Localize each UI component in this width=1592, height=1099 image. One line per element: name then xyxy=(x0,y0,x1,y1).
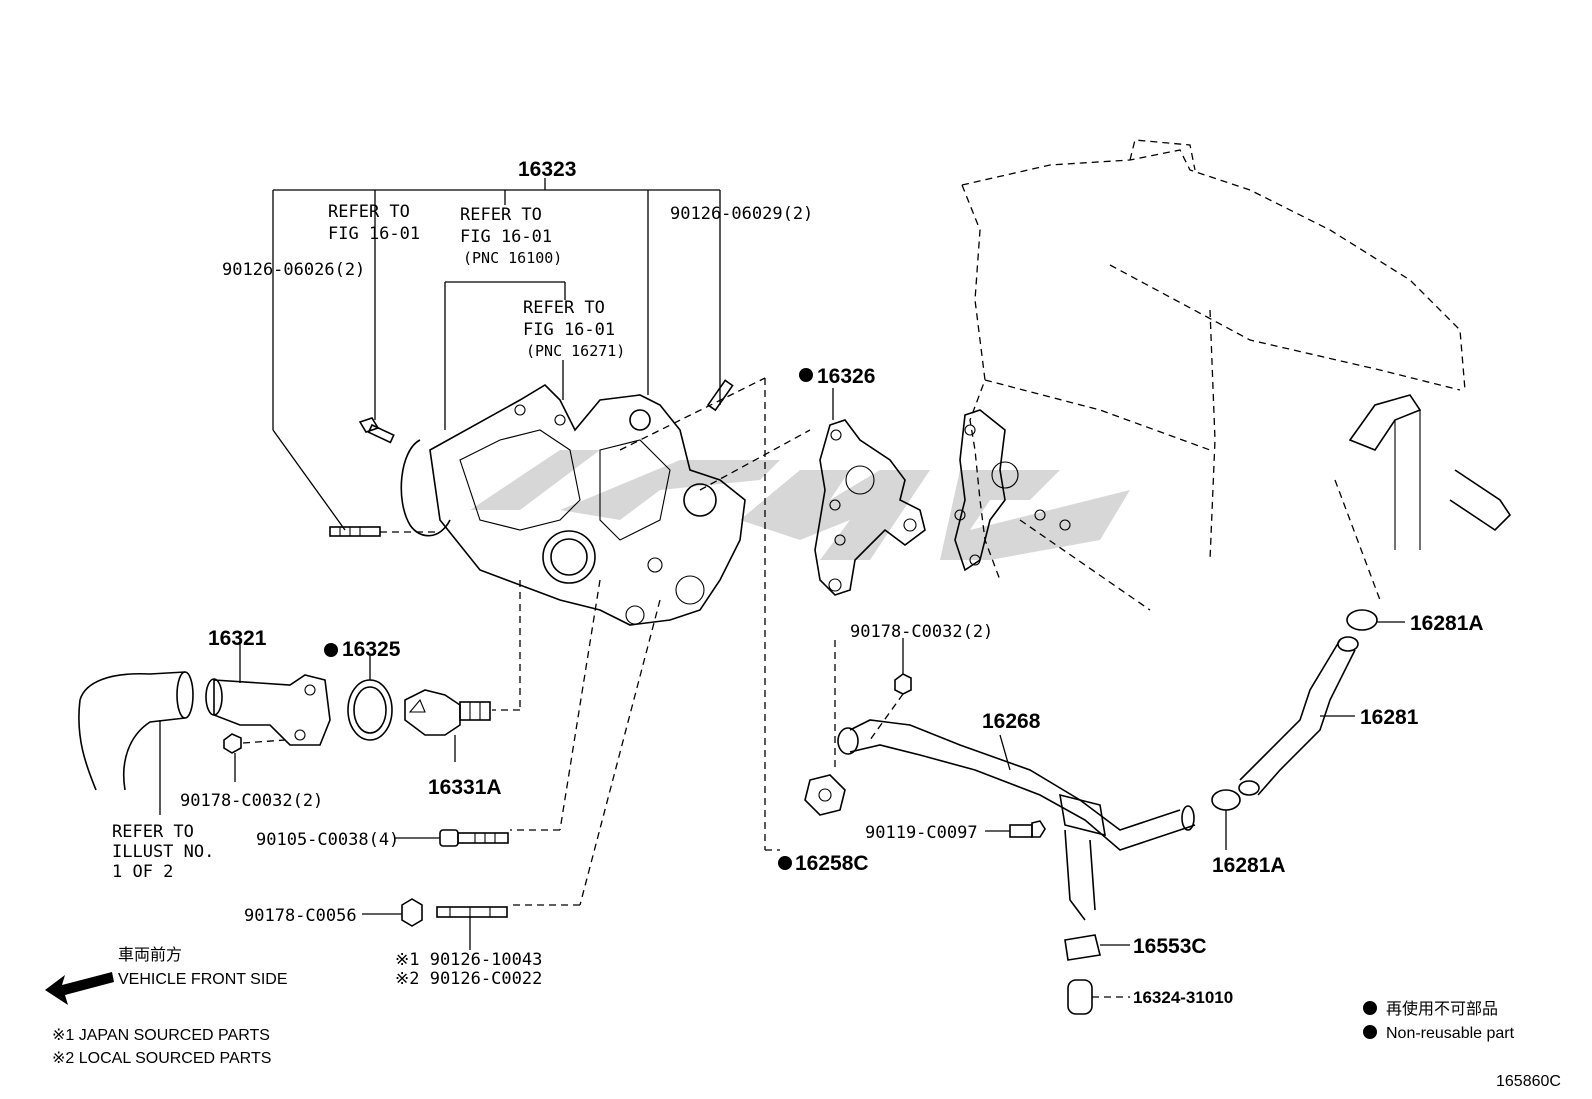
label-16323: 16323 xyxy=(518,158,576,181)
engine-block-outline xyxy=(954,139,1466,611)
label-16258C: 16258C xyxy=(795,852,869,875)
vehicle-front-arrow-icon xyxy=(45,972,114,1005)
local-sourced-note: ※2 LOCAL SOURCED PARTS xyxy=(52,1050,271,1067)
non-reusable-dot-16325 xyxy=(324,643,338,657)
non-reusable-dot-16258C xyxy=(778,856,792,870)
label-refer1-line1: REFER TO xyxy=(328,202,410,222)
bolt-90105-C0038 xyxy=(395,829,509,847)
water-outlet-16321 xyxy=(205,640,331,746)
legend-dot-en xyxy=(1363,1025,1377,1039)
stud-90126-06026 xyxy=(329,526,440,537)
nut-90178-C0032-right xyxy=(869,638,912,741)
label-16268: 16268 xyxy=(982,710,1041,733)
non-reusable-dot-16326 xyxy=(799,368,813,382)
legend-non-reusable-en: Non-reusable part xyxy=(1386,1025,1515,1042)
water-pipe-16268 xyxy=(837,719,1196,921)
label-16325: 16325 xyxy=(342,638,401,661)
label-refer1-line2: FIG 16-01 xyxy=(328,224,420,244)
japan-sourced-note: ※1 JAPAN SOURCED PARTS xyxy=(52,1027,270,1044)
clamp-16553C xyxy=(1064,934,1130,961)
label-refer2-line2: FIG 16-01 xyxy=(460,227,552,247)
label-90126-C0022: ※2 90126-C0022 xyxy=(395,969,542,989)
label-90178-C0056: 90178-C0056 xyxy=(244,906,357,926)
label-90105-C0038: 90105-C0038(4) xyxy=(256,830,399,850)
label-16324-31010: 16324-31010 xyxy=(1133,988,1233,1007)
thermostat-16331A xyxy=(404,689,491,762)
label-refer2-line3: (PNC 16100) xyxy=(463,249,562,267)
label-16281A-bottom: 16281A xyxy=(1212,854,1286,877)
front-side-jp: 車両前方 xyxy=(118,946,182,964)
bolt-refer-fig xyxy=(358,417,395,444)
label-90126-10043: ※1 90126-10043 xyxy=(395,950,542,970)
legend-dot-jp xyxy=(1363,1001,1377,1015)
label-refer3-line2: FIG 16-01 xyxy=(523,320,615,340)
gasket-16326 xyxy=(814,388,926,596)
label-refer-illust-line3: 1 OF 2 xyxy=(112,862,173,882)
label-refer-illust-line1: REFER TO xyxy=(112,822,194,842)
label-90126-06029: 90126-06029(2) xyxy=(670,204,813,224)
legend-non-reusable-jp: 再使用不可部品 xyxy=(1386,1000,1498,1018)
label-refer3-line3: (PNC 16271) xyxy=(526,342,625,360)
bolt-90119-C0097 xyxy=(985,820,1046,838)
hose-16281 xyxy=(1238,636,1359,796)
label-90178-C0032-left: 90178-C0032(2) xyxy=(180,791,323,811)
label-16281A-top: 16281A xyxy=(1410,612,1484,635)
gasket-16258C xyxy=(804,640,846,816)
watermark-logo xyxy=(470,450,1130,560)
label-16321: 16321 xyxy=(208,627,267,650)
gasket-16325 xyxy=(347,656,393,741)
label-16326: 16326 xyxy=(817,365,875,388)
label-refer3-line1: REFER TO xyxy=(523,298,605,318)
engine-outlet-pipe xyxy=(1334,394,1512,601)
nut-stud-90178-C0056 xyxy=(362,898,508,950)
label-90119-C0097: 90119-C0097 xyxy=(865,823,978,843)
clamp-16281A-bottom xyxy=(1211,789,1241,850)
label-16553C: 16553C xyxy=(1133,935,1207,958)
water-pump-assembly xyxy=(400,383,746,626)
bracket-16100 xyxy=(444,281,566,430)
label-refer-illust-line2: ILLUST NO. xyxy=(112,842,214,862)
label-refer2-line1: REFER TO xyxy=(460,205,542,225)
label-90178-C0032-right: 90178-C0032(2) xyxy=(850,622,993,642)
figure-code: 165860C xyxy=(1496,1073,1561,1090)
label-16281: 16281 xyxy=(1360,706,1419,729)
bracket-16323 xyxy=(272,178,721,531)
label-90126-06026: 90126-06026(2) xyxy=(222,260,365,280)
radiator-hose xyxy=(78,671,194,815)
dashed-guides-pump xyxy=(492,377,811,906)
cap-16324-31010 xyxy=(1067,979,1130,1015)
front-side-en: VEHICLE FRONT SIDE xyxy=(118,971,288,988)
clamp-16281A-top xyxy=(1346,609,1405,631)
label-16331A: 16331A xyxy=(428,776,502,799)
stud-90126-06029 xyxy=(706,379,734,412)
nut-90178-C0032-left xyxy=(223,733,286,782)
